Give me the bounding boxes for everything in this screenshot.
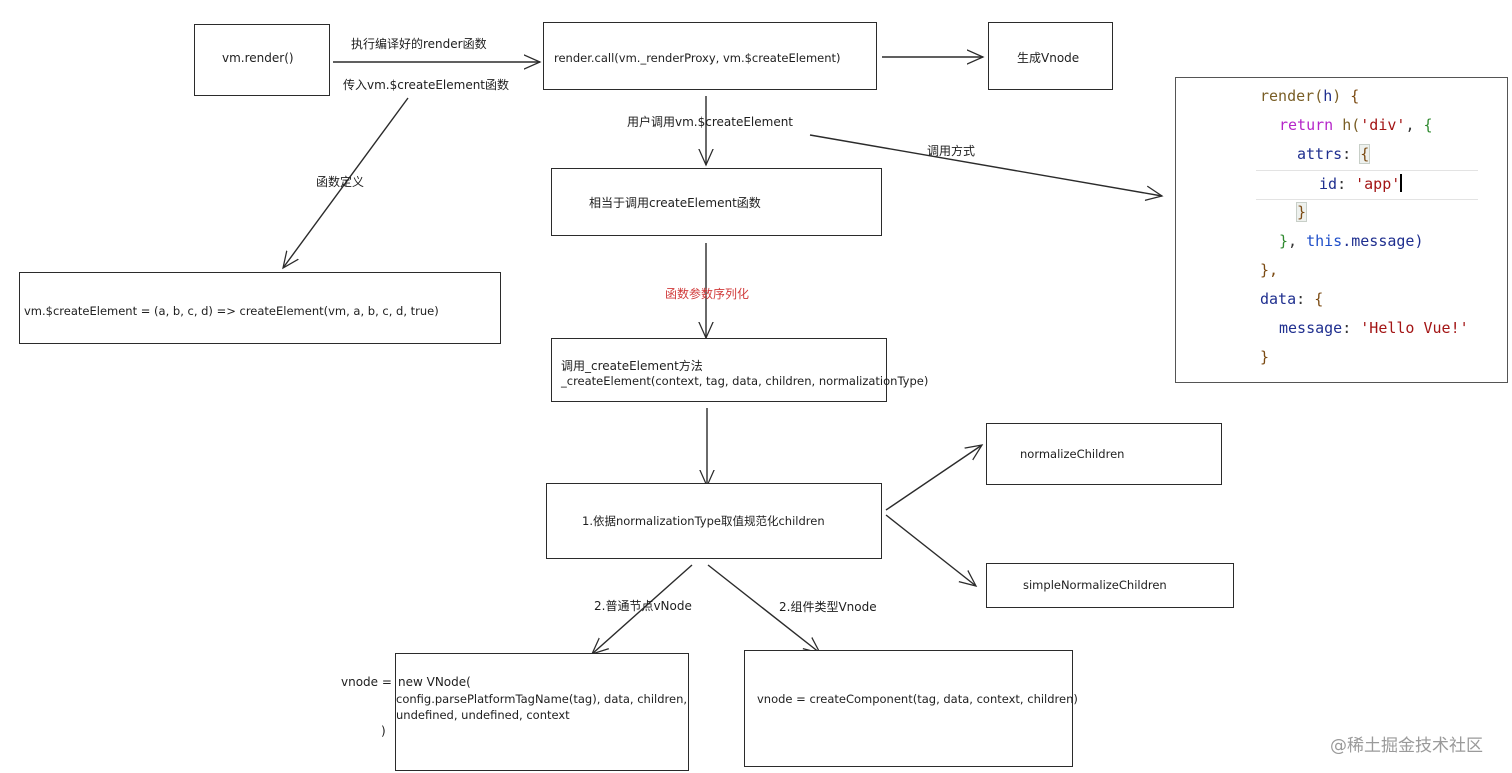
code-line-5: } bbox=[1295, 202, 1308, 222]
code-token: } bbox=[1279, 232, 1289, 250]
current-line-highlight bbox=[1256, 170, 1478, 200]
node-create-element-def-label: vm.$createElement = (a, b, c, d) => crea… bbox=[24, 304, 439, 318]
code-token: ) bbox=[1332, 87, 1342, 105]
node-create-component bbox=[744, 650, 1073, 767]
label-plain-vnode: 2.普通节点vNode bbox=[594, 599, 692, 613]
label-exec-compiled-render: 执行编译好的render函数 bbox=[351, 37, 487, 51]
code-token: { bbox=[1314, 290, 1324, 308]
code-sample-panel: render(h) { return h('div', { attrs: { i… bbox=[1175, 77, 1508, 383]
node-new-vnode-line1: new VNode( bbox=[398, 675, 471, 689]
code-token: : bbox=[1342, 145, 1361, 163]
code-token: render bbox=[1260, 87, 1315, 105]
code-token: , bbox=[1405, 116, 1424, 134]
node-create-component-label: vnode = createComponent(tag, data, conte… bbox=[757, 692, 1078, 706]
code-token: } bbox=[1260, 348, 1270, 366]
node-gen-vnode bbox=[988, 22, 1113, 90]
node-call-create-element-line2: _createElement(context, tag, data, child… bbox=[561, 374, 929, 388]
code-token: .message) bbox=[1342, 232, 1424, 250]
node-new-vnode-line2: config.parsePlatformTagName(tag), data, … bbox=[396, 692, 688, 706]
node-new-vnode-prefix: vnode = bbox=[341, 675, 392, 689]
code-token: 'Hello Vue!' bbox=[1360, 319, 1469, 337]
code-token: this bbox=[1306, 232, 1343, 250]
edge-simple-normalize bbox=[885, 514, 976, 586]
code-token: : bbox=[1337, 175, 1356, 193]
label-serialize-args: 函数参数序列化 bbox=[665, 287, 750, 301]
code-token: id bbox=[1319, 175, 1338, 193]
code-token: , bbox=[1288, 232, 1307, 250]
node-vm-render bbox=[194, 24, 330, 96]
code-token: }, bbox=[1260, 261, 1279, 279]
node-simple-normalize-children-label: simpleNormalizeChildren bbox=[1023, 578, 1167, 592]
code-token: message bbox=[1279, 319, 1343, 337]
text-cursor bbox=[1400, 174, 1403, 192]
code-line-4: id: 'app' bbox=[1319, 174, 1403, 193]
code-line-1: render(h) { bbox=[1260, 87, 1359, 105]
code-token: h bbox=[1323, 87, 1333, 105]
code-token: ( bbox=[1314, 87, 1324, 105]
code-token: { bbox=[1359, 144, 1371, 164]
label-pass-create-element: 传入vm.$createElement函数 bbox=[343, 78, 510, 92]
code-token: 'app' bbox=[1355, 175, 1401, 193]
node-create-element-def bbox=[19, 272, 501, 344]
code-line-9: message: 'Hello Vue!' bbox=[1279, 319, 1469, 337]
code-token: { bbox=[1341, 87, 1360, 105]
node-normalize-by-type bbox=[546, 483, 882, 559]
code-token: } bbox=[1295, 202, 1308, 222]
code-line-3: attrs: { bbox=[1297, 144, 1371, 164]
node-equiv-create-element-label: 相当于调用createElement函数 bbox=[589, 196, 761, 210]
code-token: attrs bbox=[1297, 145, 1343, 163]
code-token: { bbox=[1423, 116, 1433, 134]
node-new-vnode bbox=[395, 653, 689, 771]
code-line-10: } bbox=[1260, 348, 1269, 366]
node-normalize-children-label: normalizeChildren bbox=[1020, 447, 1125, 461]
label-call-style: 调用方式 bbox=[927, 144, 976, 158]
label-user-calls-create-element: 用户调用vm.$createElement bbox=[627, 115, 794, 129]
node-gen-vnode-label: 生成Vnode bbox=[1017, 51, 1080, 65]
code-line-8: data: { bbox=[1260, 290, 1323, 308]
code-line-7: }, bbox=[1260, 261, 1278, 279]
code-line-2: return h('div', { bbox=[1279, 116, 1433, 134]
label-function-definition: 函数定义 bbox=[316, 175, 365, 189]
watermark: @稀土掘金技术社区 bbox=[1330, 736, 1483, 756]
label-component-vnode: 2.组件类型Vnode bbox=[779, 600, 877, 614]
node-equiv-create-element bbox=[551, 168, 882, 236]
code-token: data bbox=[1260, 290, 1297, 308]
node-normalize-by-type-label: 1.依据normalizationType取值规范化children bbox=[582, 514, 825, 528]
node-vm-render-label: vm.render() bbox=[222, 51, 294, 65]
edge-normalize-children bbox=[885, 445, 982, 511]
node-call-create-element bbox=[551, 338, 887, 402]
node-normalize-children bbox=[986, 423, 1222, 485]
code-token: 'div' bbox=[1360, 116, 1406, 134]
code-token: h( bbox=[1333, 116, 1361, 134]
node-render-call-label: render.call(vm._renderProxy, vm.$createE… bbox=[554, 51, 841, 65]
node-render-call bbox=[543, 22, 877, 90]
code-token: : bbox=[1342, 319, 1361, 337]
code-token: : bbox=[1296, 290, 1315, 308]
node-call-create-element-line1: 调用_createElement方法 bbox=[561, 359, 703, 373]
node-new-vnode-line3: undefined, undefined, context bbox=[396, 708, 570, 722]
node-simple-normalize-children bbox=[986, 563, 1234, 608]
code-token: return bbox=[1279, 116, 1334, 134]
node-new-vnode-line4: ) bbox=[381, 724, 386, 738]
code-line-6: }, this.message) bbox=[1279, 232, 1424, 250]
